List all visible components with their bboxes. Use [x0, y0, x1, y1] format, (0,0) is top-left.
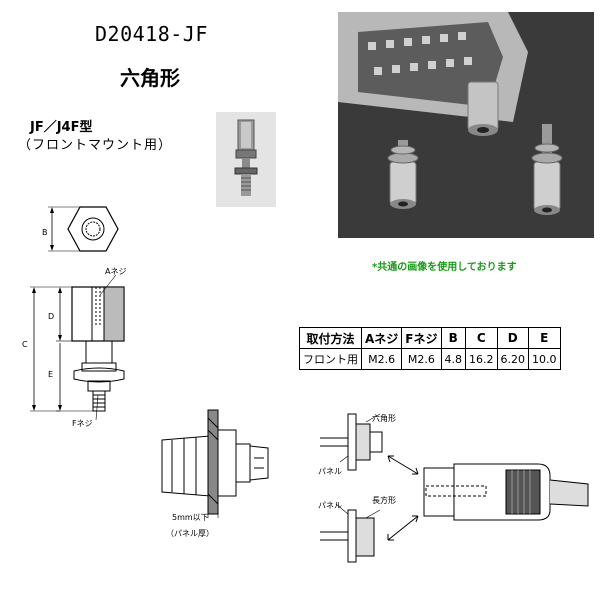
panel-label-bottom: パネル [318, 501, 342, 510]
spec-table: 取付方法 Aネジ Fネジ B C D E フロント用 M2.6 M2.6 4.8… [299, 327, 561, 370]
shared-image-note: *共通の画像を使用しております [372, 262, 517, 273]
panel-thickness-note: 5mm以下 [172, 513, 209, 522]
product-code-title: D20418-JF [95, 22, 208, 46]
spec-cell-c: 16.2 [465, 348, 498, 370]
a-screw-label: Aネジ [105, 267, 127, 276]
dim-label-e: E [48, 370, 54, 379]
spec-cell-e: 10.0 [528, 348, 561, 370]
shape-subtitle: 六角形 [120, 66, 180, 90]
panel-mount-drawing [161, 409, 269, 518]
panel-thickness-caption: （パネル厚） [166, 529, 214, 538]
spec-cell-b: 4.8 [440, 348, 466, 370]
dim-label-c: C [22, 340, 28, 349]
spec-header-method: 取付方法 [299, 327, 362, 349]
spec-table-header-row: 取付方法 Aネジ Fネジ B C D E [299, 327, 561, 349]
spec-table-row: フロント用 M2.6 M2.6 4.8 16.2 6.20 10.0 [299, 348, 561, 370]
spec-header-f-screw: Fネジ [401, 327, 442, 349]
type-subtitle: （フロントマウント用） [18, 138, 173, 153]
product-photo-small [216, 112, 276, 207]
panel-label-top: パネル [318, 467, 342, 476]
spec-cell-method: フロント用 [299, 348, 362, 370]
assembly-drawing [320, 413, 589, 563]
rect-label: 長方形 [372, 496, 396, 505]
spec-header-b: B [440, 327, 466, 349]
spec-cell-a-screw: M2.6 [360, 348, 403, 370]
dimension-drawing [30, 206, 125, 421]
f-screw-label: Fネジ [72, 419, 93, 428]
spec-header-a-screw: Aネジ [360, 327, 403, 349]
spec-header-e: E [528, 327, 561, 349]
dim-label-d: D [48, 312, 55, 321]
product-photo-large [338, 12, 594, 238]
spec-header-d: D [496, 327, 529, 349]
spec-cell-d: 6.20 [496, 348, 529, 370]
spec-cell-f-screw: M2.6 [401, 348, 442, 370]
type-label: JF／J4F型 [30, 120, 93, 135]
hex-label: 六角形 [372, 414, 396, 423]
spec-header-c: C [465, 327, 498, 349]
dim-label-b: B [42, 228, 48, 237]
